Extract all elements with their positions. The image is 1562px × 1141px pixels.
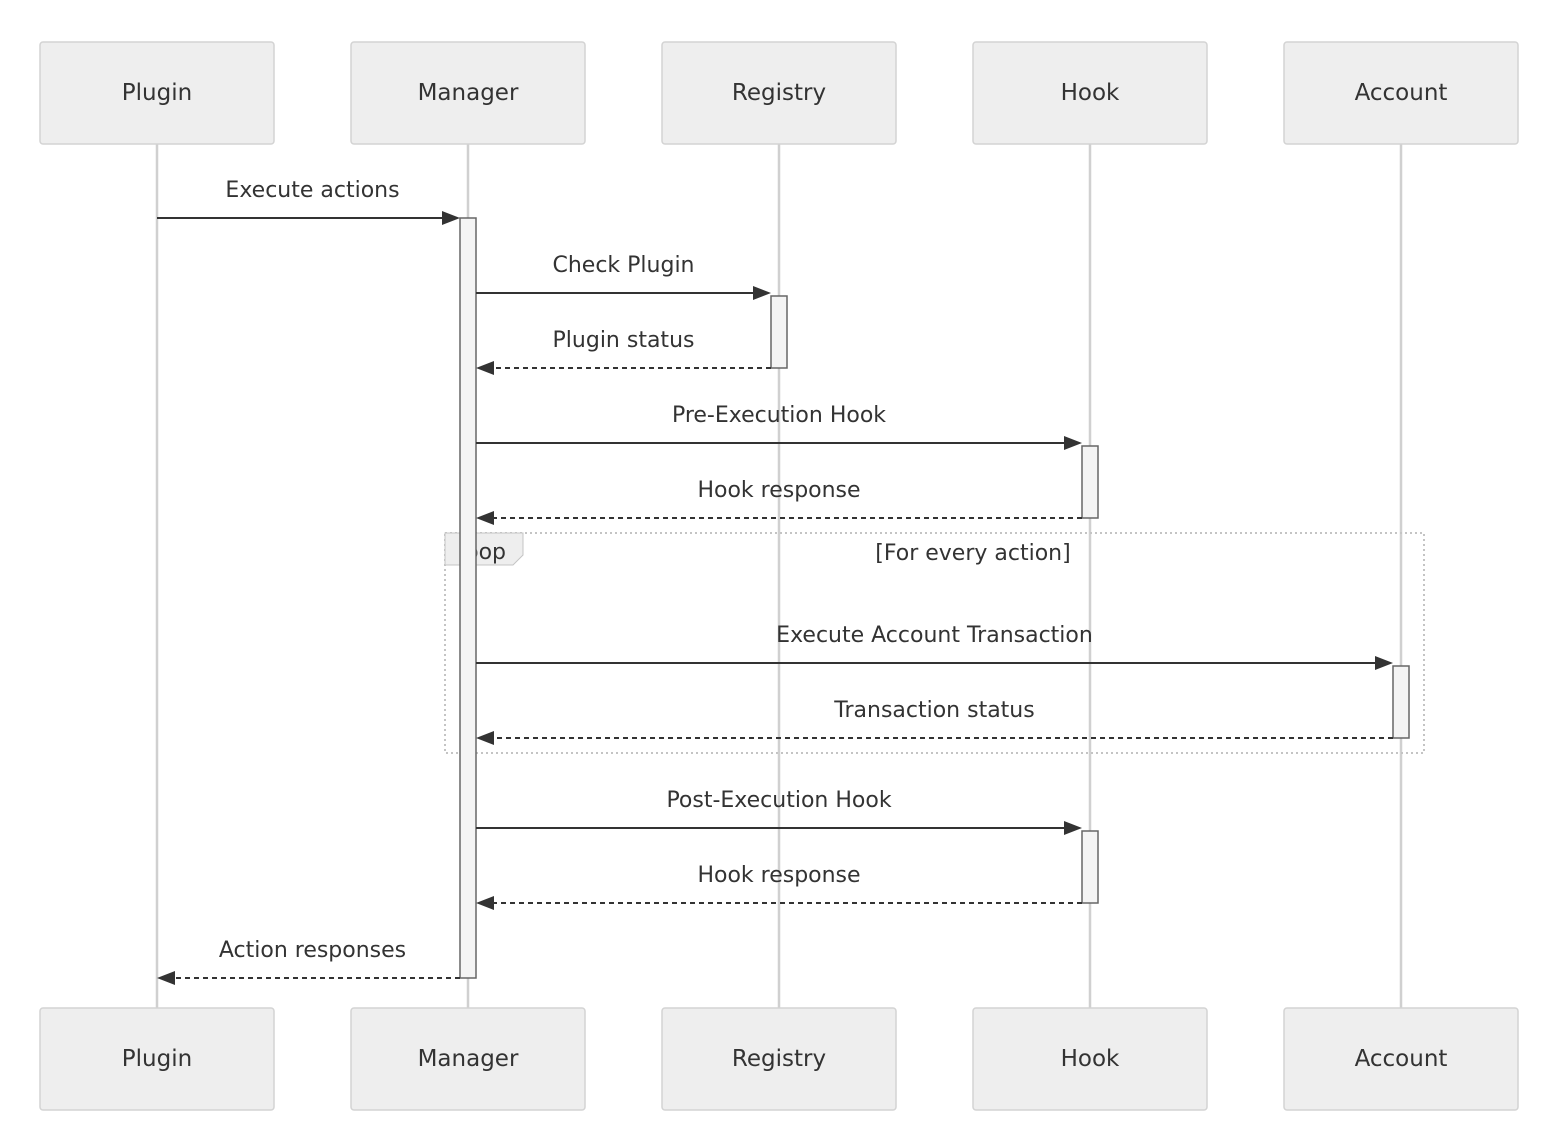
actor-box <box>661 41 897 145</box>
message-label: Execute actions <box>225 178 399 203</box>
message-label: Post-Execution Hook <box>666 788 891 813</box>
actor-plugin-top: Plugin <box>39 41 275 145</box>
loop-condition: [For every action] <box>875 541 1070 566</box>
message-m4: Pre-Execution Hook <box>476 403 1082 450</box>
arrow-head <box>157 971 175 985</box>
actor-label: Plugin <box>122 80 192 106</box>
actor-label: Registry <box>732 80 826 106</box>
arrow-head <box>476 511 494 525</box>
message-m3: Plugin status <box>476 328 771 375</box>
actor-manager-bottom: Manager <box>350 1007 586 1111</box>
message-label: Hook response <box>697 863 860 888</box>
actor-box <box>972 41 1208 145</box>
activation-bar-manager <box>459 217 477 979</box>
actor-label: Registry <box>732 1046 826 1072</box>
actor-registry-bottom: Registry <box>661 1007 897 1111</box>
actor-box <box>1283 1007 1519 1111</box>
arrow-head <box>1064 436 1082 450</box>
arrow-head <box>476 731 494 745</box>
actor-label: Plugin <box>122 1046 192 1072</box>
activation-bar-registry <box>770 295 788 369</box>
message-m6: Execute Account Transaction <box>476 623 1393 670</box>
message-m2: Check Plugin <box>476 253 771 300</box>
message-label: Hook response <box>697 478 860 503</box>
arrow-head <box>476 896 494 910</box>
actor-hook-bottom: Hook <box>972 1007 1208 1111</box>
activation-bar-hook <box>1081 830 1099 904</box>
actor-registry-top: Registry <box>661 41 897 145</box>
actor-box <box>1283 41 1519 145</box>
arrow-head <box>1064 821 1082 835</box>
message-m10: Action responses <box>157 938 460 985</box>
actor-label: Hook <box>1061 80 1120 106</box>
message-m9: Hook response <box>476 863 1082 910</box>
actor-hook-top: Hook <box>972 41 1208 145</box>
actor-label: Manager <box>418 80 519 106</box>
message-m8: Post-Execution Hook <box>476 788 1082 835</box>
arrow-head <box>1375 656 1393 670</box>
actor-box <box>972 1007 1208 1111</box>
actor-label: Hook <box>1061 1046 1120 1072</box>
actor-label: Account <box>1355 80 1448 106</box>
actor-account-top: Account <box>1283 41 1519 145</box>
message-label: Transaction status <box>833 698 1034 723</box>
activation-bar-account <box>1392 665 1410 739</box>
actor-box <box>661 1007 897 1111</box>
arrow-head <box>753 286 771 300</box>
actor-label: Manager <box>418 1046 519 1072</box>
actor-box <box>350 41 586 145</box>
actor-box <box>39 41 275 145</box>
arrow-head <box>476 361 494 375</box>
actor-box <box>350 1007 586 1111</box>
message-label: Action responses <box>219 938 406 963</box>
activation-bar-hook <box>1081 445 1099 519</box>
message-label: Pre-Execution Hook <box>672 403 886 428</box>
message-m1: Execute actions <box>157 178 460 225</box>
actor-account-bottom: Account <box>1283 1007 1519 1111</box>
message-label: Execute Account Transaction <box>776 623 1093 648</box>
actor-manager-top: Manager <box>350 41 586 145</box>
actor-box <box>39 1007 275 1111</box>
actor-plugin-bottom: Plugin <box>39 1007 275 1111</box>
message-m5: Hook response <box>476 478 1082 525</box>
actor-label: Account <box>1355 1046 1448 1072</box>
arrow-head <box>442 211 460 225</box>
message-label: Check Plugin <box>552 253 694 278</box>
message-label: Plugin status <box>553 328 695 353</box>
message-m7: Transaction status <box>476 698 1393 745</box>
